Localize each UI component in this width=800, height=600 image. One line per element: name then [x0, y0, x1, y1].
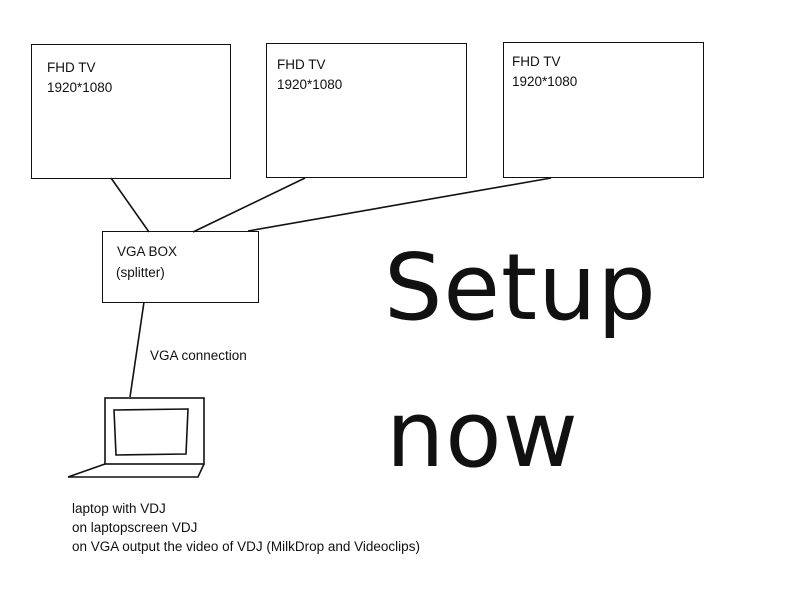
tv-3-name: FHD TV	[512, 54, 561, 69]
tv-box-2: FHD TV 1920*1080	[266, 43, 467, 178]
splitter-box: VGA BOX (splitter)	[102, 231, 259, 303]
wire-splitter-to-laptop	[129, 301, 145, 398]
laptop-lid	[104, 397, 205, 465]
tv-box-3: FHD TV 1920*1080	[503, 42, 704, 178]
headline-setup: Setup	[384, 234, 657, 341]
laptop-screen	[113, 408, 189, 456]
wire-tv2-to-splitter	[192, 177, 306, 233]
laptop-icon	[67, 397, 205, 478]
headline-now: now	[386, 381, 579, 488]
tv-2-name: FHD TV	[277, 57, 326, 72]
tv-1-name: FHD TV	[47, 60, 96, 75]
tv-1-resolution: 1920*1080	[47, 80, 113, 95]
tv-box-1: FHD TV 1920*1080	[31, 44, 231, 179]
splitter-subtitle: (splitter)	[116, 265, 165, 280]
laptop-note-3: on VGA output the video of VDJ (MilkDrop…	[72, 539, 420, 554]
laptop-note-2: on laptopscreen VDJ	[72, 520, 198, 535]
vga-connection-label: VGA connection	[150, 348, 247, 363]
laptop-base	[67, 463, 205, 478]
tv-2-resolution: 1920*1080	[277, 77, 343, 92]
laptop-note-1: laptop with VDJ	[72, 501, 166, 516]
splitter-title: VGA BOX	[117, 244, 178, 259]
wire-tv3-to-splitter	[247, 177, 552, 232]
wire-tv1-to-splitter	[110, 177, 150, 233]
tv-3-resolution: 1920*1080	[512, 74, 578, 89]
